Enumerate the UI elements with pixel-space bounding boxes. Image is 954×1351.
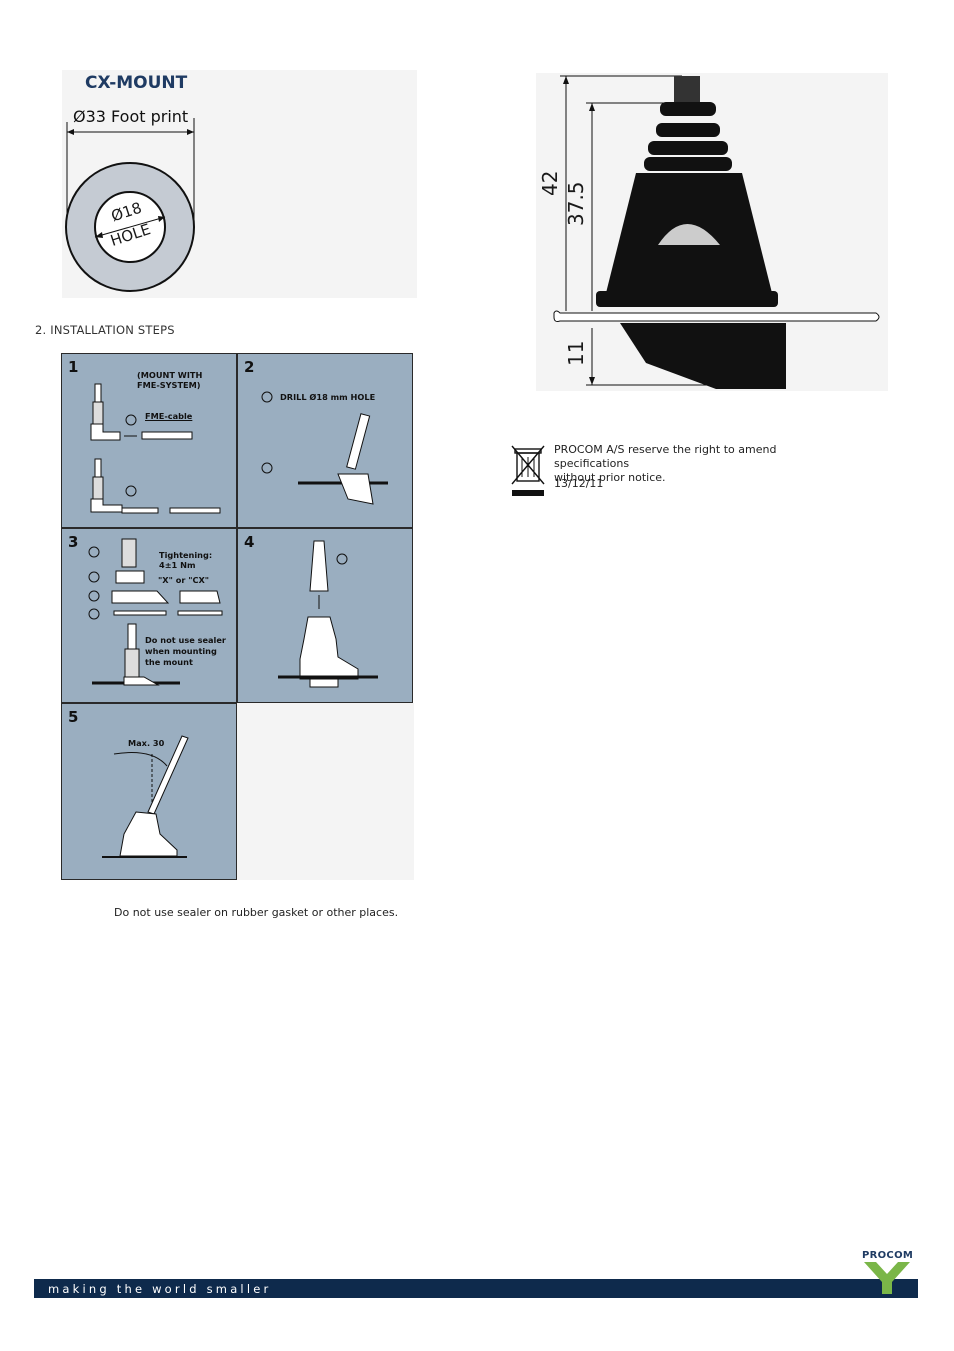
step-1-illustration [90,383,221,514]
procom-logo-icon [864,1262,910,1294]
empty-panel [237,703,414,880]
step-note: (MOUNT WITH [137,370,203,380]
step-panel-2: 2 DRILL Ø18 mm HOLE [237,353,413,528]
footprint-drawing [65,118,195,292]
step-note: 4±1 Nm [159,560,196,570]
step-number: 3 [68,533,79,551]
step-4-illustration [278,540,378,688]
step-note: Do not use sealer [145,635,226,645]
dimension-drawing [536,73,888,391]
step-panel-4: 4 [237,528,413,703]
step-number: 2 [244,358,255,376]
step-5-illustration [102,735,189,858]
tagline: making the world smaller [48,1282,272,1296]
step-note: Tightening: [159,550,213,560]
step-note: Max. 30 [128,738,165,748]
step-note: "X" or "CX" [158,575,210,585]
weee-bin-icon [511,445,545,496]
step-note: FME-SYSTEM) [137,380,201,390]
dimension-below: 11 [564,340,588,366]
disclaimer: PROCOM A/S reserve the right to amend sp… [554,443,854,485]
step-3-illustration [88,538,223,686]
step-note: the mount [145,657,193,667]
step-number: 4 [244,533,255,551]
revision-date: 13/12/11 [554,477,604,490]
step-2-illustration [261,391,388,505]
step-panel-5: 5 Max. 30 [61,703,237,880]
step-panel-1: 1 (MOUNT WITH FME-SYSTEM) FME-cable [61,353,237,528]
installation-steps: 1 (MOUNT WITH FME-SYSTEM) FME-cable 2 DR… [61,353,414,880]
step-note: DRILL Ø18 mm HOLE [280,392,376,402]
dimension-overall: 42 [538,170,562,196]
footprint-label: Ø33 Foot print [73,107,189,126]
disclaimer-line: without prior notice. [554,471,666,484]
footprint-figure [62,70,417,298]
step-note: FME-cable [145,411,193,421]
step-number: 5 [68,708,79,726]
step-note: when mounting [145,646,217,656]
step-panel-3: 3 Tightening: 4±1 Nm "X" or "CX" Do not … [61,528,237,703]
section-heading: 2. INSTALLATION STEPS [35,323,175,337]
disclaimer-line: PROCOM A/S reserve the right to amend sp… [554,443,777,470]
step-number: 1 [68,358,79,376]
brand-name: PROCOM [862,1250,914,1261]
footer-bar [34,1279,918,1298]
mount-title: CX-MOUNT [85,73,188,93]
sealer-note: Do not use sealer on rubber gasket or ot… [114,906,399,919]
antenna-mount-side-view [553,75,880,389]
dimension-body: 37.5 [564,181,588,226]
